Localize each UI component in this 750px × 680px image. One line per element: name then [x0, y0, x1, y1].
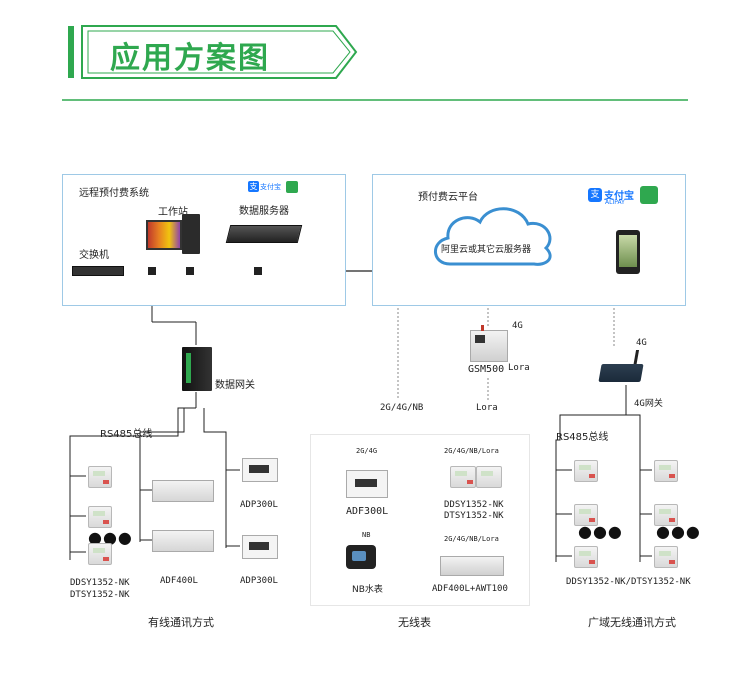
gsm500-label: GSM500 — [468, 364, 505, 375]
switch-icon — [72, 266, 124, 276]
wireless-meters-panel — [310, 434, 530, 606]
meter-icon — [476, 466, 502, 488]
nb-tag: NB — [362, 531, 371, 539]
platform-label: 预付费云平台 — [418, 192, 478, 203]
monitor-icon — [146, 220, 182, 250]
adf-net-tag: 2G/4G — [356, 447, 378, 455]
adp300l-top-label: ADP300L — [240, 500, 278, 510]
gsm-lora-label: Lora — [508, 363, 530, 373]
bus-node — [254, 267, 262, 275]
wechat-icon — [640, 186, 658, 204]
wired-caption: 有线通讯方式 — [148, 616, 214, 629]
adf300l-label: ADF300L — [346, 506, 389, 517]
adf400l-awt-label: ADF400L+AWT100 — [432, 584, 508, 594]
meter-icon — [574, 504, 598, 526]
meter-icon — [574, 460, 598, 482]
wan-meter-model: DDSY1352-NK/DTSY1352-NK — [566, 577, 691, 587]
wan-4g-label: 4G — [636, 338, 647, 348]
rs485-bus-label-left: RS485总线 — [100, 429, 153, 440]
alipay-logo-icon: 支 — [248, 181, 259, 192]
phone-icon — [616, 230, 640, 274]
wireless-meter-model-1: DDSY1352-NK — [444, 500, 504, 510]
meter-model-2: DTSY1352-NK — [70, 590, 130, 600]
gsm-4g-label: 4G — [512, 321, 523, 331]
bus-node — [186, 267, 194, 275]
data-gateway-label: 数据网关 — [215, 380, 255, 391]
bus-node — [148, 267, 156, 275]
lora-label: Lora — [476, 403, 498, 413]
data-gateway-device-icon — [182, 347, 212, 391]
meter-icon — [654, 546, 678, 568]
meter-icon — [88, 466, 112, 488]
pay-logo-text: 支付宝 — [260, 183, 281, 191]
page-title: 应用方案图 — [110, 41, 270, 76]
cloud-icon — [434, 207, 552, 266]
alipay-sub: ALIPAY — [605, 199, 625, 206]
wan-caption: 广域无线通讯方式 — [588, 616, 676, 629]
4g-gateway-device-icon — [598, 350, 644, 382]
more-dots: ●●● — [656, 522, 701, 541]
remote-system-panel — [62, 174, 346, 306]
rack-server-icon — [225, 225, 303, 243]
switch-label: 交换机 — [79, 250, 109, 261]
wireless-caption: 无线表 — [398, 616, 431, 629]
meter-model-1: DDSY1352-NK — [70, 578, 130, 588]
nb-water-label: NB水表 — [352, 585, 383, 595]
adp300l-device-icon — [242, 458, 278, 482]
adp300l-device-icon — [242, 535, 278, 559]
alipay-text: 支付宝 — [604, 191, 634, 202]
wireless-meter-model-2: DTSY1352-NK — [444, 511, 504, 521]
net-label: 2G/4G/NB — [380, 403, 424, 413]
more-dots: ●●● — [578, 522, 623, 541]
meter-icon — [450, 466, 476, 488]
meter-icon — [654, 504, 678, 526]
pc-tower-icon — [182, 214, 200, 254]
adf400l-awt100-device-icon — [440, 556, 504, 576]
4g-gateway-label: 4G网关 — [634, 399, 663, 409]
system-label: 远程预付费系统 — [79, 188, 149, 199]
adp300l-bottom-label: ADP300L — [240, 576, 278, 586]
alipay-icon: 支 — [588, 188, 602, 202]
meter-icon — [88, 506, 112, 528]
adf400l-device-icon — [152, 480, 214, 502]
title-banner — [62, 25, 688, 101]
nb-water-meter-icon — [346, 545, 376, 569]
gsm500-device-icon — [470, 325, 508, 362]
meter-icon — [654, 460, 678, 482]
wechat-pay-icon — [286, 181, 298, 193]
adf300l-device-icon — [346, 470, 388, 498]
adf400l-device-icon — [152, 530, 214, 552]
workstation-label: 工作站 — [158, 207, 188, 218]
data-server-label: 数据服务器 — [239, 206, 289, 217]
rs485-bus-label-right: RS485总线 — [556, 432, 609, 443]
awt-net-tag: 2G/4G/NB/Lora — [444, 535, 499, 543]
cloud-server-text: 阿里云或其它云服务器 — [441, 245, 532, 255]
adf400l-label: ADF400L — [160, 576, 198, 586]
meter-net-tag: 2G/4G/NB/Lora — [444, 447, 499, 455]
meter-icon — [88, 543, 112, 565]
meter-icon — [574, 546, 598, 568]
more-dots: ●●● — [88, 528, 133, 547]
